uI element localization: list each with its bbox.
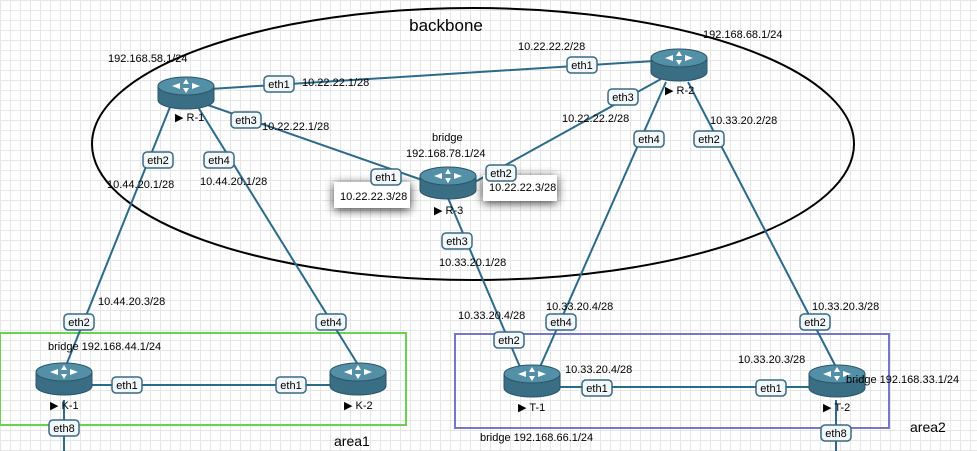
port-r2-eth4[interactable]: eth4	[633, 130, 665, 148]
svg-text:eth4: eth4	[208, 155, 229, 167]
router-label: ▶ T-2	[823, 402, 850, 414]
addr-r3-to-t1: 10.33.20.1/28	[439, 257, 506, 269]
area2-label: area2	[910, 419, 946, 435]
svg-text:eth2: eth2	[804, 317, 825, 329]
addr-t1-to-t2: 10.33.20.4/28	[565, 364, 632, 376]
svg-text:eth2: eth2	[68, 317, 89, 329]
svg-text:eth1: eth1	[268, 79, 289, 91]
svg-text:eth4: eth4	[550, 317, 571, 329]
addr-t1-from-r3: 10.33.20.4/28	[458, 310, 525, 322]
port-t2-eth1[interactable]: eth1	[755, 379, 787, 397]
router-label: ▶ K-2	[344, 400, 373, 412]
svg-text:10.22.22.3/28: 10.22.22.3/28	[489, 182, 556, 194]
port-t1-eth2[interactable]: eth2	[493, 331, 525, 349]
r3-address-box-left: 10.22.22.3/28	[334, 182, 410, 208]
svg-text:eth3: eth3	[612, 92, 633, 104]
t2-bridge-label: bridge 192.168.33.1/24	[846, 374, 959, 386]
svg-text:eth3: eth3	[235, 115, 256, 127]
addr-t2-from-r2: 10.33.20.3/28	[812, 301, 879, 313]
router-r2[interactable]: ▶ R-2	[650, 48, 708, 97]
area1-label: area1	[334, 433, 370, 449]
addr-r1-to-r2: 10.22.22.1/28	[302, 77, 369, 89]
svg-text:eth1: eth1	[760, 383, 781, 395]
router-k1[interactable]: ▶ K-1	[35, 362, 93, 412]
k1-bridge-label: bridge 192.168.44.1/24	[48, 341, 161, 353]
svg-text:eth1: eth1	[375, 172, 396, 184]
router-t2[interactable]: ▶ T-2	[808, 364, 866, 414]
t1-bridge-label: bridge 192.168.66.1/24	[480, 432, 593, 444]
svg-text:eth2: eth2	[498, 335, 519, 347]
router-label: ▶ R-1	[175, 112, 204, 124]
r3-bridge-label: bridge	[432, 132, 463, 144]
area2-box	[454, 333, 890, 429]
router-r3[interactable]: ▶ R-3	[419, 166, 477, 217]
router-label: ▶ T-1	[518, 402, 545, 414]
port-r1-eth4[interactable]: eth4	[203, 151, 235, 169]
backbone-title: backbone	[409, 16, 483, 35]
svg-text:eth2: eth2	[147, 155, 168, 167]
addr-k1: 10.44.20.3/28	[98, 296, 165, 308]
addr-r2-to-r1: 10.22.22.2/28	[518, 41, 585, 53]
area1-box	[0, 332, 407, 426]
port-r2-eth1[interactable]: eth1	[566, 56, 598, 74]
addr-r1-to-k1: 10.44.20.1/28	[107, 179, 174, 191]
router-t1[interactable]: ▶ T-1	[503, 364, 561, 414]
port-t1-eth1[interactable]: eth1	[581, 379, 613, 397]
svg-text:eth8: eth8	[53, 423, 74, 435]
svg-text:eth4: eth4	[638, 134, 659, 146]
router-label: ▶ R-2	[665, 85, 694, 97]
addr-r1-to-r3: 10.22.22.1/28	[262, 121, 329, 133]
svg-text:eth1: eth1	[571, 60, 592, 72]
r2-ip-label: 192.168.68.1/24	[703, 29, 783, 41]
svg-text:eth1: eth1	[586, 383, 607, 395]
svg-text:eth2: eth2	[698, 134, 719, 146]
svg-text:eth8: eth8	[825, 428, 846, 440]
addr-r2-to-t2: 10.33.20.2/28	[710, 115, 777, 127]
port-k2-eth4[interactable]: eth4	[315, 313, 347, 331]
port-r2-eth3[interactable]: eth3	[607, 88, 639, 106]
svg-text:10.22.22.3/28: 10.22.22.3/28	[340, 191, 407, 203]
port-r1-eth3[interactable]: eth3	[230, 111, 262, 129]
svg-text:eth1: eth1	[280, 380, 301, 392]
svg-text:eth1: eth1	[116, 380, 137, 392]
port-t1-eth4[interactable]: eth4	[545, 313, 577, 331]
svg-text:eth3: eth3	[446, 236, 467, 248]
port-k2-eth1[interactable]: eth1	[275, 376, 307, 394]
router-label: ▶ K-1	[50, 400, 79, 412]
port-k1-eth2[interactable]: eth2	[63, 313, 95, 331]
backbone-area	[91, 7, 855, 281]
port-k1-eth1[interactable]: eth1	[111, 376, 143, 394]
router-label: ▶ R-3	[434, 205, 463, 217]
port-r1-eth1[interactable]: eth1	[263, 75, 295, 93]
addr-r1-to-k2: 10.44.20.1/28	[200, 176, 267, 188]
port-r3-eth2[interactable]: eth2	[485, 164, 517, 182]
port-r2-eth2[interactable]: eth2	[693, 130, 725, 148]
svg-text:eth4: eth4	[320, 317, 341, 329]
port-r3-eth3[interactable]: eth3	[441, 232, 473, 250]
addr-r2-to-r3: 10.22.22.2/28	[562, 113, 629, 125]
port-t2-eth2[interactable]: eth2	[799, 313, 831, 331]
port-t2-eth8[interactable]: eth8	[820, 424, 852, 442]
port-k1-eth8[interactable]: eth8	[48, 419, 80, 437]
addr-t1-from-r2: 10.33.20.4/28	[546, 301, 613, 313]
addr-t2-to-t1: 10.33.20.3/28	[738, 354, 805, 366]
router-r1[interactable]: ▶ R-1	[157, 76, 215, 124]
port-r1-eth2[interactable]: eth2	[142, 151, 174, 169]
port-r3-eth1[interactable]: eth1	[370, 168, 402, 186]
port-labels: eth1 eth1 eth3 eth2 eth4 eth3 eth4 eth2 …	[48, 56, 852, 442]
svg-text:eth2: eth2	[490, 168, 511, 180]
router-k2[interactable]: ▶ K-2	[329, 362, 387, 412]
r3-ip-label: 192.168.78.1/24	[406, 148, 486, 160]
r1-ip-label: 192.168.58.1/24	[108, 53, 188, 65]
